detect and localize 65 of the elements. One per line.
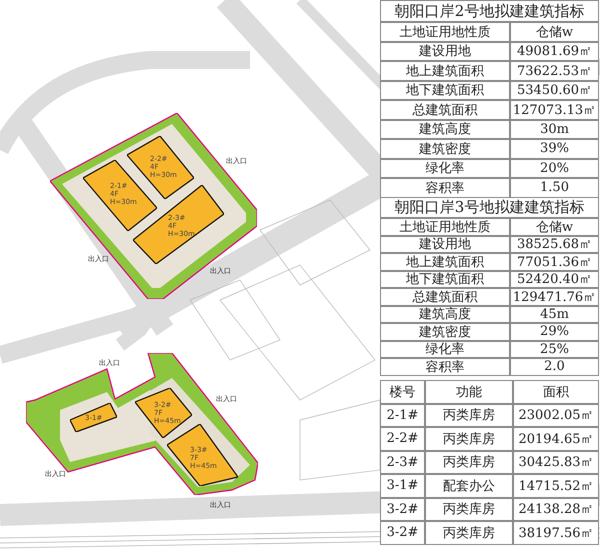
- table-cell: 2.0: [510, 358, 599, 376]
- table-cell: 地上建筑面积: [380, 253, 510, 270]
- site-plot: [26, 353, 258, 495]
- table-header: 面积: [513, 380, 599, 404]
- table-cell: 127073.13㎡: [510, 100, 599, 120]
- table-cell: 49081.69㎡: [510, 42, 599, 61]
- table-cell: 20%: [510, 158, 599, 178]
- table-cell: 30m: [510, 120, 599, 139]
- building-block: [70, 403, 117, 432]
- table-cell: 丙类库房: [425, 498, 513, 521]
- table-cell: 仓储w: [510, 22, 599, 42]
- table-cell: 容积率: [380, 178, 510, 198]
- table-cell: 29%: [510, 323, 599, 340]
- table-cell: 绿化率: [380, 340, 510, 358]
- building-block: [167, 424, 238, 486]
- site-plot: [50, 113, 257, 299]
- table-cell: 地下建筑面积: [380, 270, 510, 288]
- table-cell: 2-3#: [380, 450, 425, 474]
- table-cell: 仓储w: [510, 218, 599, 236]
- table-cell: 2-2#: [380, 427, 425, 450]
- table-header: 楼号: [380, 380, 425, 404]
- table-title: 朝阳口岸2号地拟建建筑指标: [380, 0, 599, 22]
- table-cell: 23002.05㎡: [513, 404, 599, 427]
- table-cell: 建筑密度: [380, 139, 510, 158]
- table-cell: 14715.52㎡: [513, 474, 599, 498]
- table-cell: 总建筑面积: [380, 288, 510, 306]
- table-cell: 3-2#: [380, 498, 425, 521]
- table-cell: 绿化率: [380, 158, 510, 178]
- table-cell: 丙类库房: [425, 450, 513, 474]
- table-cell: 土地证用地性质: [380, 22, 510, 42]
- table-header: 功能: [425, 380, 513, 404]
- table-cell: 地下建筑面积: [380, 80, 510, 100]
- table-cell: 建设用地: [380, 42, 510, 61]
- table-cell: 总建筑面积: [380, 100, 510, 120]
- table-cell: 建筑密度: [380, 323, 510, 340]
- table-cell: 地上建筑面积: [380, 61, 510, 80]
- table-cell: 38525.68㎡: [510, 236, 599, 253]
- table-title: 朝阳口岸3号地拟建建筑指标: [380, 197, 599, 218]
- table-cell: 3-1#: [380, 474, 425, 498]
- table-cell: 1.50: [510, 178, 599, 198]
- table-cell: 建筑高度: [380, 120, 510, 139]
- table-cell: 38197.56㎡: [513, 521, 599, 544]
- table-cell: 39%: [510, 139, 599, 158]
- table-cell: 24138.28㎡: [513, 498, 599, 521]
- table-cell: 53450.60㎡: [510, 80, 599, 100]
- table-cell: 25%: [510, 340, 599, 358]
- table-cell: 52420.40㎡: [510, 270, 599, 288]
- table-cell: 土地证用地性质: [380, 218, 510, 236]
- table-cell: 3-2#: [380, 521, 425, 544]
- table-cell: 2-1#: [380, 404, 425, 427]
- table-cell: 77051.36㎡: [510, 253, 599, 270]
- table-cell: 45m: [510, 306, 599, 323]
- table-cell: 丙类库房: [425, 404, 513, 427]
- table-cell: 建筑高度: [380, 306, 510, 323]
- table-cell: 129471.76㎡: [510, 288, 599, 306]
- building-block: [135, 388, 192, 438]
- table-cell: 丙类库房: [425, 521, 513, 544]
- table-cell: 30425.83㎡: [513, 450, 599, 474]
- table-cell: 20194.65㎡: [513, 427, 599, 450]
- building-block: [127, 136, 194, 199]
- table-cell: 建设用地: [380, 236, 510, 253]
- table-cell: 73622.53㎡: [510, 61, 599, 80]
- table-cell: 配套办公: [425, 474, 513, 498]
- table-cell: 丙类库房: [425, 427, 513, 450]
- table-cell: 容积率: [380, 358, 510, 376]
